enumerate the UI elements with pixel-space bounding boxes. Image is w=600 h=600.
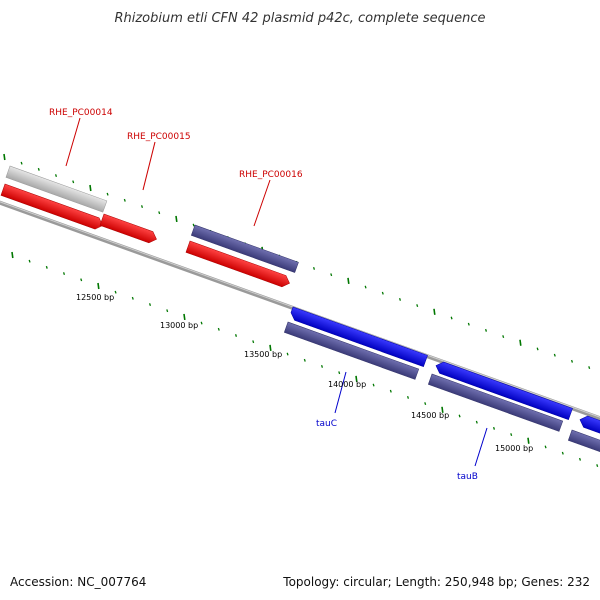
tick-mark [484,328,488,332]
gene-arrow-rhe-pc00015[interactable] [99,213,159,245]
gene-arrow-rhe-pc00016[interactable] [185,240,292,289]
label-leaders [65,117,488,467]
tick-mark [398,297,402,301]
tick-mark [433,308,436,315]
tick-mark [536,347,539,351]
tick-mark [424,402,427,406]
tick-mark [28,259,31,263]
tick-mark [62,272,66,276]
gene-label-tauc: tauC [316,419,337,429]
tick-mark [570,359,574,363]
gene-block-rhe-pc00014[interactable] [5,165,108,213]
scale-label-14500: 14500 bp [411,411,449,420]
tick-mark [578,457,582,461]
tick-mark [106,192,109,196]
tick-mark [467,322,470,326]
tick-mark [192,223,195,227]
tick-mark [3,153,6,161]
tick-mark [553,353,556,357]
tick-mark [217,327,220,331]
tick-mark [372,383,375,387]
tick-mark [588,366,591,369]
leader-taub [474,427,488,467]
leader-tauc [334,371,347,414]
tick-mark [492,426,496,430]
tick-mark [527,437,530,444]
tick-mark [338,371,341,375]
tick-mark [89,184,92,192]
inner-tick-ring [11,251,599,467]
tick-mark [389,389,392,393]
tick-mark [183,313,186,321]
leader-rhe-pc00016 [253,179,271,227]
tick-mark [544,445,547,449]
leader-rhe-pc00014 [65,117,81,167]
tick-mark [303,358,306,362]
tick-mark [131,296,134,300]
tick-mark [166,309,169,313]
tick-mark [200,321,203,325]
tick-mark [312,267,316,270]
tick-mark [320,365,324,368]
tick-mark [72,180,75,184]
tick-mark [355,375,358,382]
gene-label-rhe-pc00014: RHE_PC00014 [49,108,113,118]
tick-mark [519,339,522,346]
tick-mark [158,211,161,215]
gene-arrow-rhe-pc00014[interactable] [0,183,105,231]
outer-tick-ring [3,153,591,369]
tick-mark [458,414,461,418]
accession-text: Accession: NC_007764 [10,575,146,589]
tick-mark [114,290,117,294]
tick-mark [97,282,100,290]
tick-mark [123,198,126,202]
tick-mark [475,420,478,424]
scale-label-15000: 15000 bp [495,444,533,453]
tick-mark [80,278,83,282]
tick-mark [54,174,58,178]
tick-mark [45,265,48,269]
tick-mark [20,161,23,165]
tick-mark [416,304,419,308]
tick-mark [175,215,178,223]
tick-mark [37,167,40,171]
gene-label-taub: tauB [457,472,478,482]
tick-mark [234,334,238,337]
tick-mark [381,291,384,295]
tick-mark [252,340,255,344]
tick-mark [269,344,272,351]
tick-mark [347,277,350,284]
gene-block-next[interactable] [567,429,600,455]
scale-label-13000: 13000 bp [160,321,198,330]
tick-mark [286,352,289,356]
gene-block-rhe-pc00016[interactable] [190,224,299,273]
gene-label-rhe-pc00016: RHE_PC00016 [239,170,303,180]
tick-mark [441,406,444,413]
tick-mark [561,451,564,455]
map-title: Rhizobium etli CFN 42 plasmid p42c, comp… [114,11,485,26]
tick-mark [11,251,14,259]
tick-mark [502,335,505,339]
leader-rhe-pc00015 [142,141,156,191]
tick-mark [406,395,410,399]
scale-label-13500: 13500 bp [244,350,282,359]
gene-arrow-tauc[interactable] [289,306,428,368]
feature-track [0,165,600,455]
tick-mark [148,303,152,306]
gene-arrow-taub[interactable] [434,360,573,421]
summary-text: Topology: circular; Length: 250,948 bp; … [282,575,590,589]
gene-label-rhe-pc00015: RHE_PC00015 [127,132,191,142]
scale-label-14000: 14000 bp [328,380,366,389]
gene-block-taub[interactable] [427,373,564,432]
scale-label-12500: 12500 bp [76,293,114,302]
tick-mark [140,205,144,208]
tick-mark [364,285,367,289]
tick-mark [450,316,453,320]
gene-block-tauc[interactable] [283,321,420,380]
tick-mark [596,464,599,467]
tick-mark [510,433,513,437]
tick-mark [330,273,333,277]
